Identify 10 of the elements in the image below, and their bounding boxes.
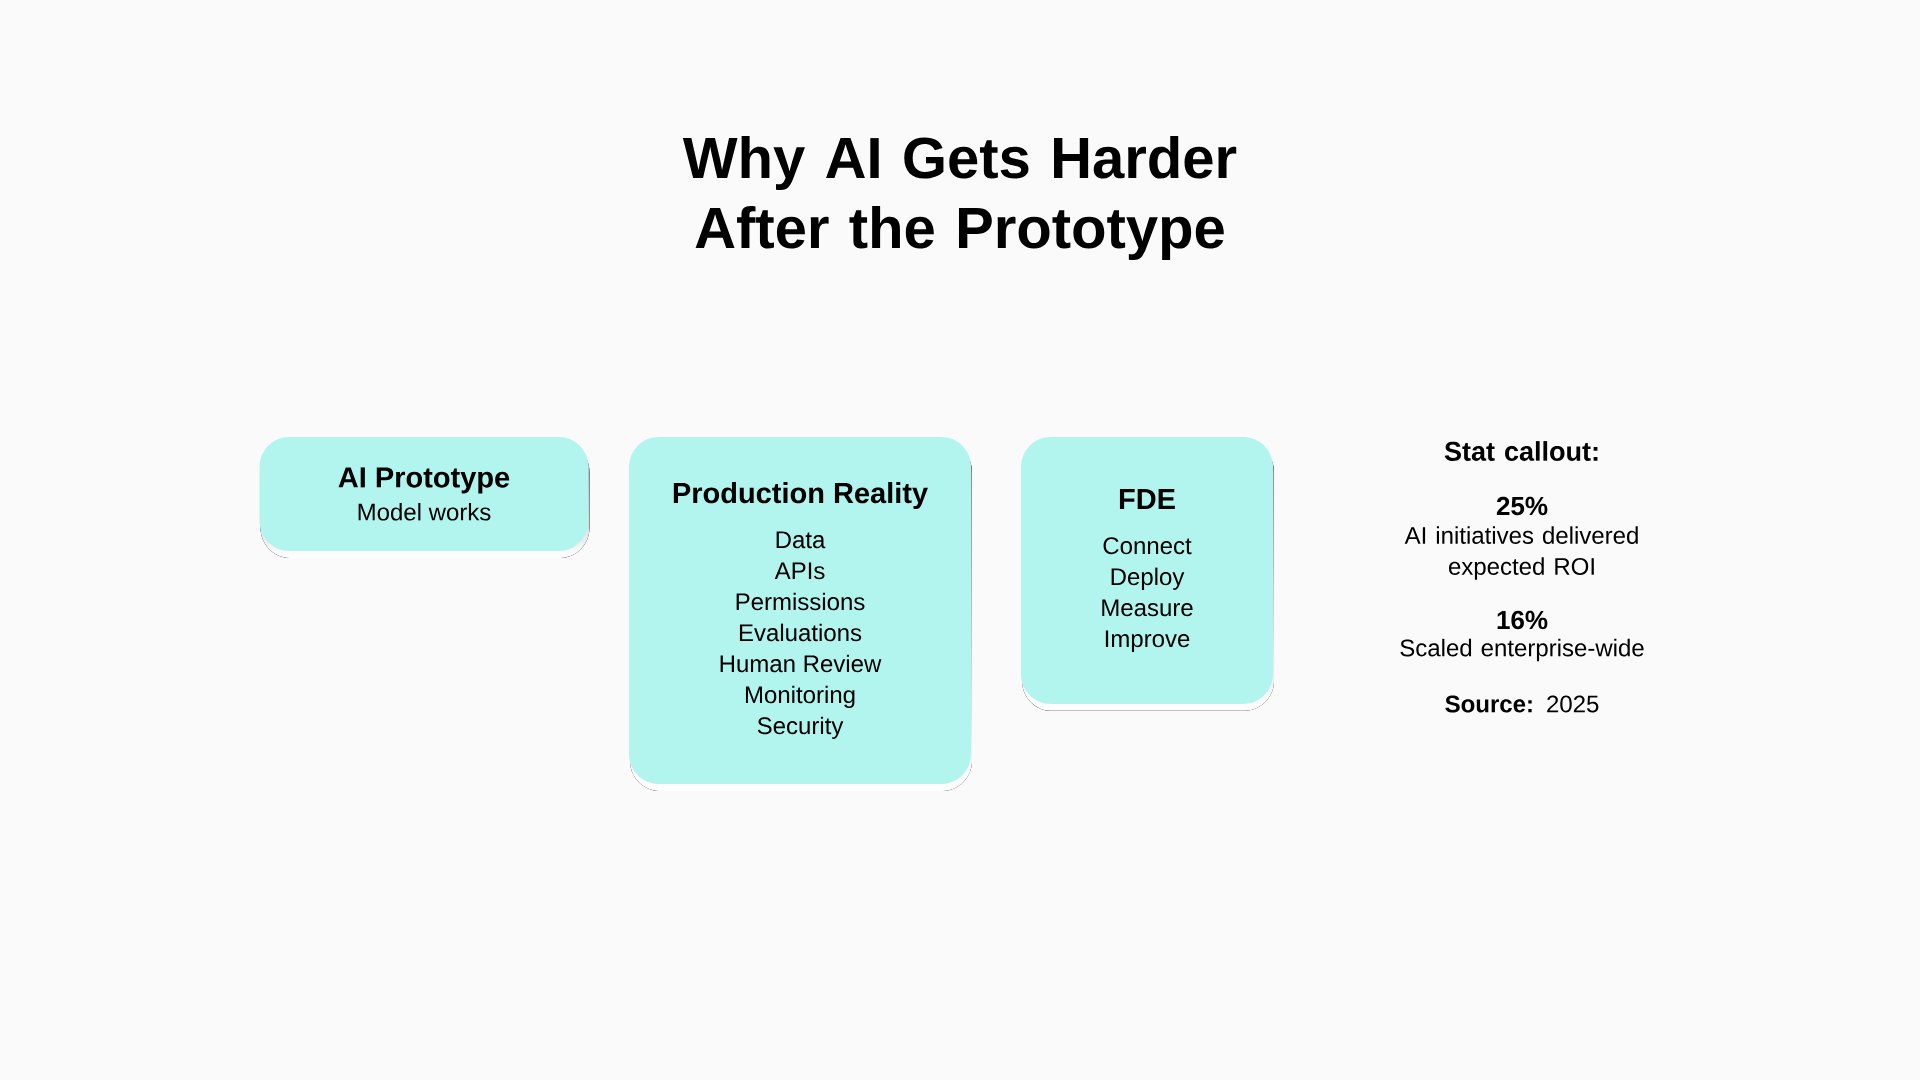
source-note: Source: 2025 xyxy=(1445,695,1599,713)
process-box: FDE Connect Deploy Measure Improve xyxy=(1021,437,1273,704)
process-box: AI Prototype Model works xyxy=(259,437,589,551)
process-box: Production Reality Data APIs Permissions Evaluations Human Review Monitoring Security xyxy=(629,437,971,784)
stat-value: 25% xyxy=(1496,496,1548,516)
title: Why AI Gets Harder After the Prototype xyxy=(682,135,1237,261)
stat-value: 16% xyxy=(1497,610,1548,630)
stat-description: Scaled enterprise-wide xyxy=(1400,638,1644,662)
stat-description: AI initiatives delivered expected ROI xyxy=(1404,526,1638,580)
callout-heading: Stat callout: xyxy=(1444,441,1598,461)
